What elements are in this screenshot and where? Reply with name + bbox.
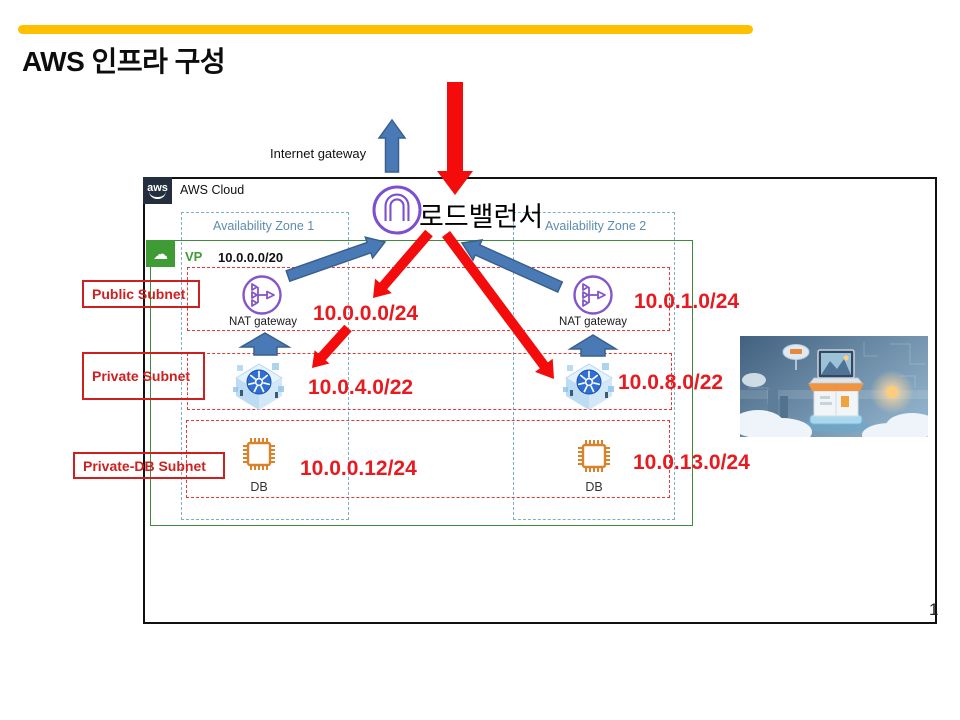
- vpc-cidr: 10.0.0.0/20: [218, 250, 284, 265]
- load-balancer-label: 로드밸런서: [419, 202, 544, 232]
- load-balancer-icon: [371, 184, 423, 236]
- aws-smile-icon: [149, 191, 166, 199]
- availability-zone-1-label: Availability Zone 1: [213, 219, 315, 233]
- private-subnet-label-text: Private Subnet: [92, 368, 191, 384]
- vpc-label: VP: [185, 249, 203, 264]
- kubernetes-cluster-icon: [558, 360, 620, 415]
- aws-logo-text: aws: [147, 181, 168, 194]
- private-subnet-box: [187, 353, 672, 410]
- private-subnet-label: Private Subnet: [82, 352, 205, 400]
- db-cidr-az1: 10.0.0.12/24: [300, 457, 417, 480]
- nat-gateway-label-az1: NAT gateway: [229, 316, 297, 328]
- nat-gateway-label-az2: NAT gateway: [559, 316, 627, 328]
- db-chip-icon: [576, 438, 612, 474]
- nat-gateway-icon: [572, 274, 614, 316]
- nat-gateway-icon: [241, 274, 283, 316]
- kubernetes-cluster-icon: [228, 360, 290, 415]
- private-cidr-az1: 10.0.4.0/22: [308, 376, 414, 399]
- public-subnet-label-text: Public Subnet: [92, 286, 186, 302]
- aws-illustration-image: [740, 336, 928, 437]
- public-cidr-az1: 10.0.0.0/24: [313, 302, 419, 325]
- db-label-az1: DB: [250, 480, 268, 494]
- private-cidr-az2: 10.0.8.0/22: [618, 371, 724, 394]
- aws-logo: aws: [143, 177, 172, 204]
- page-number: 1: [929, 600, 939, 619]
- private-db-subnet-label: Private-DB Subnet: [73, 452, 225, 479]
- vpc-cloud-icon: ☁: [146, 240, 175, 267]
- public-cidr-az2: 10.0.1.0/24: [634, 290, 740, 313]
- db-chip-icon: [241, 436, 277, 472]
- public-subnet-label: Public Subnet: [82, 280, 200, 308]
- availability-zone-2-label: Availability Zone 2: [545, 219, 647, 233]
- db-label-az2: DB: [585, 480, 603, 494]
- internet-gateway-up-arrow: [377, 118, 407, 173]
- internet-gateway-label: Internet gateway: [270, 146, 367, 161]
- private-db-subnet-box: [186, 420, 670, 498]
- db-cidr-az2: 10.0.13.0/24: [633, 451, 750, 474]
- private-db-subnet-label-text: Private-DB Subnet: [83, 457, 206, 474]
- title-accent-bar: [18, 25, 753, 34]
- aws-cloud-label: AWS Cloud: [180, 183, 245, 197]
- page-title: AWS 인프라 구성: [22, 46, 226, 77]
